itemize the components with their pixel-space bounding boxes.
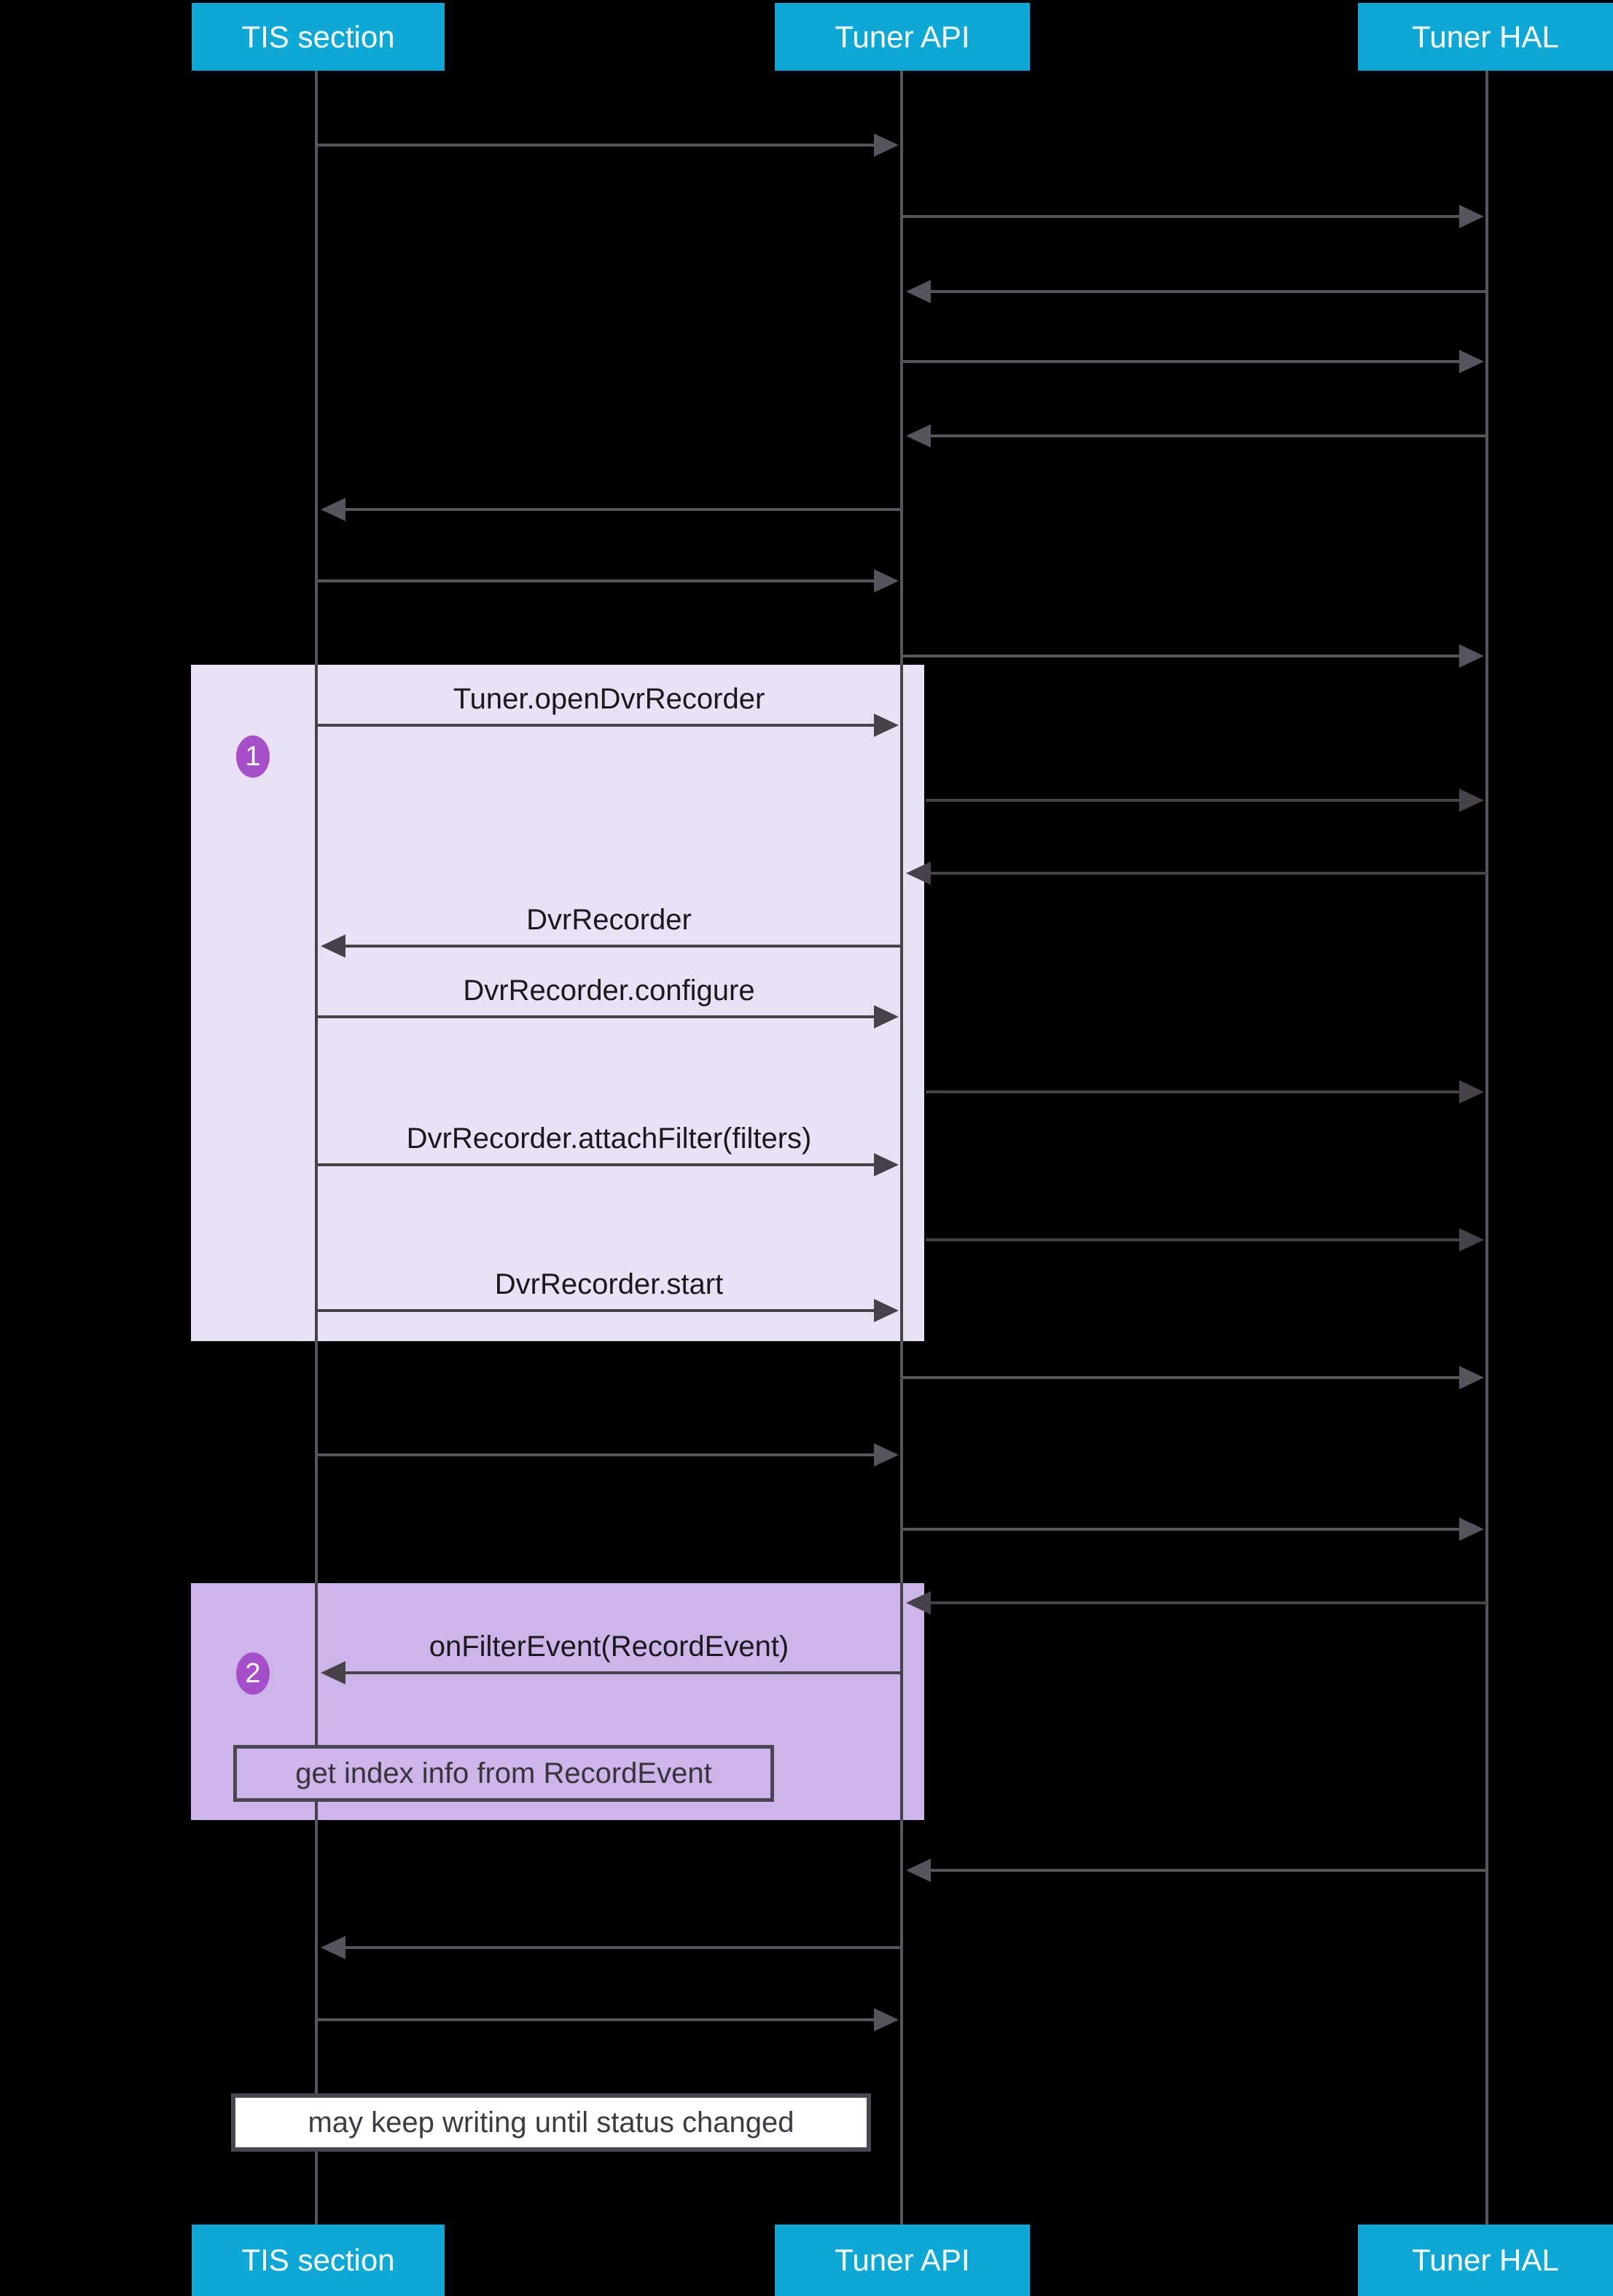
message-arrow	[928, 290, 1487, 293]
message-label: DvrRecorder.configure	[463, 975, 755, 1007]
arrowhead-icon	[874, 133, 899, 157]
message-label: DvrRecorder	[526, 904, 692, 936]
note-get-index-info: get index info from RecordEvent	[233, 1745, 774, 1802]
participant-header-tis-section: TIS section	[192, 3, 445, 71]
arrowhead-icon	[906, 1591, 931, 1614]
lifeline-segment-api	[900, 1583, 903, 1820]
arrowhead-icon	[874, 569, 899, 593]
arrowhead-icon	[906, 1859, 931, 1882]
message-arrow	[316, 724, 877, 727]
arrowhead-icon	[321, 1936, 345, 1959]
lifeline-segment-tis	[315, 665, 318, 1341]
message-arrow	[343, 508, 902, 511]
participant-footer-tuner-api: Tuner API	[775, 2225, 1030, 2296]
arrowhead-icon	[906, 280, 931, 303]
message-arrow	[928, 434, 1487, 437]
message-arrow	[316, 144, 877, 147]
arrowhead-icon	[1459, 1228, 1484, 1252]
message-arrow	[343, 1671, 902, 1674]
arrowhead-icon	[874, 2008, 899, 2031]
message-arrow	[902, 1376, 1462, 1379]
participant-header-tuner-api: Tuner API	[775, 3, 1030, 71]
arrowhead-icon	[874, 1005, 899, 1028]
message-arrow	[926, 1238, 1462, 1241]
message-arrow	[316, 579, 877, 582]
participant-footer-tis-section: TIS section	[192, 2225, 445, 2296]
arrowhead-icon	[906, 862, 931, 885]
arrowhead-icon	[874, 1153, 899, 1176]
participant-label: Tuner API	[835, 2243, 970, 2277]
arrowhead-icon	[1459, 1518, 1484, 1541]
message-arrow	[902, 360, 1462, 363]
message-arrow	[928, 1601, 1487, 1604]
message-label: onFilterEvent(RecordEvent)	[429, 1631, 789, 1663]
message-arrow	[343, 945, 902, 948]
message-arrow	[316, 2018, 877, 2021]
message-arrow	[316, 1163, 877, 1166]
participant-label: TIS section	[241, 19, 395, 54]
arrowhead-icon	[1459, 350, 1484, 373]
arrowhead-icon	[906, 424, 931, 448]
arrowhead-icon	[321, 1661, 345, 1684]
arrowhead-icon	[321, 498, 345, 521]
message-label: DvrRecorder.attachFilter(filters)	[406, 1122, 812, 1155]
message-arrow	[902, 655, 1462, 657]
message-arrow	[928, 872, 1487, 875]
message-arrow	[902, 215, 1462, 218]
message-arrow	[316, 1453, 877, 1456]
lifeline-segment-tis	[315, 1583, 318, 1820]
message-label: DvrRecorder.start	[494, 1268, 724, 1300]
participant-label: Tuner HAL	[1412, 19, 1559, 54]
arrowhead-icon	[1459, 205, 1484, 228]
participant-label: Tuner HAL	[1412, 2243, 1559, 2277]
message-arrow	[316, 1015, 877, 1018]
participant-footer-tuner-hal: Tuner HAL	[1358, 2225, 1613, 2296]
arrowhead-icon	[1459, 789, 1484, 812]
step-badge-1: 1	[236, 735, 270, 778]
arrowhead-icon	[321, 934, 345, 958]
lifeline-hal	[1485, 71, 1488, 2225]
highlight-region-1	[191, 665, 924, 1341]
participant-label: Tuner API	[835, 19, 970, 54]
message-arrow	[316, 1309, 877, 1312]
message-arrow	[902, 1528, 1462, 1531]
message-arrow	[343, 1946, 902, 1949]
arrowhead-icon	[1459, 644, 1484, 668]
arrowhead-icon	[1459, 1080, 1484, 1104]
participant-header-tuner-hal: Tuner HAL	[1358, 3, 1613, 71]
note-may-keep-writing: may keep writing until status changed	[231, 2093, 871, 2152]
arrowhead-icon	[874, 1299, 899, 1322]
arrowhead-icon	[1459, 1366, 1484, 1389]
message-arrow	[928, 1869, 1487, 1872]
message-label: Tuner.openDvrRecorder	[453, 683, 765, 715]
step-badge-2: 2	[236, 1652, 270, 1695]
arrowhead-icon	[874, 714, 899, 737]
arrowhead-icon	[874, 1443, 899, 1467]
participant-label: TIS section	[241, 2243, 395, 2277]
message-arrow	[926, 799, 1462, 802]
lifeline-segment-api	[900, 665, 903, 1341]
message-arrow	[926, 1090, 1462, 1093]
